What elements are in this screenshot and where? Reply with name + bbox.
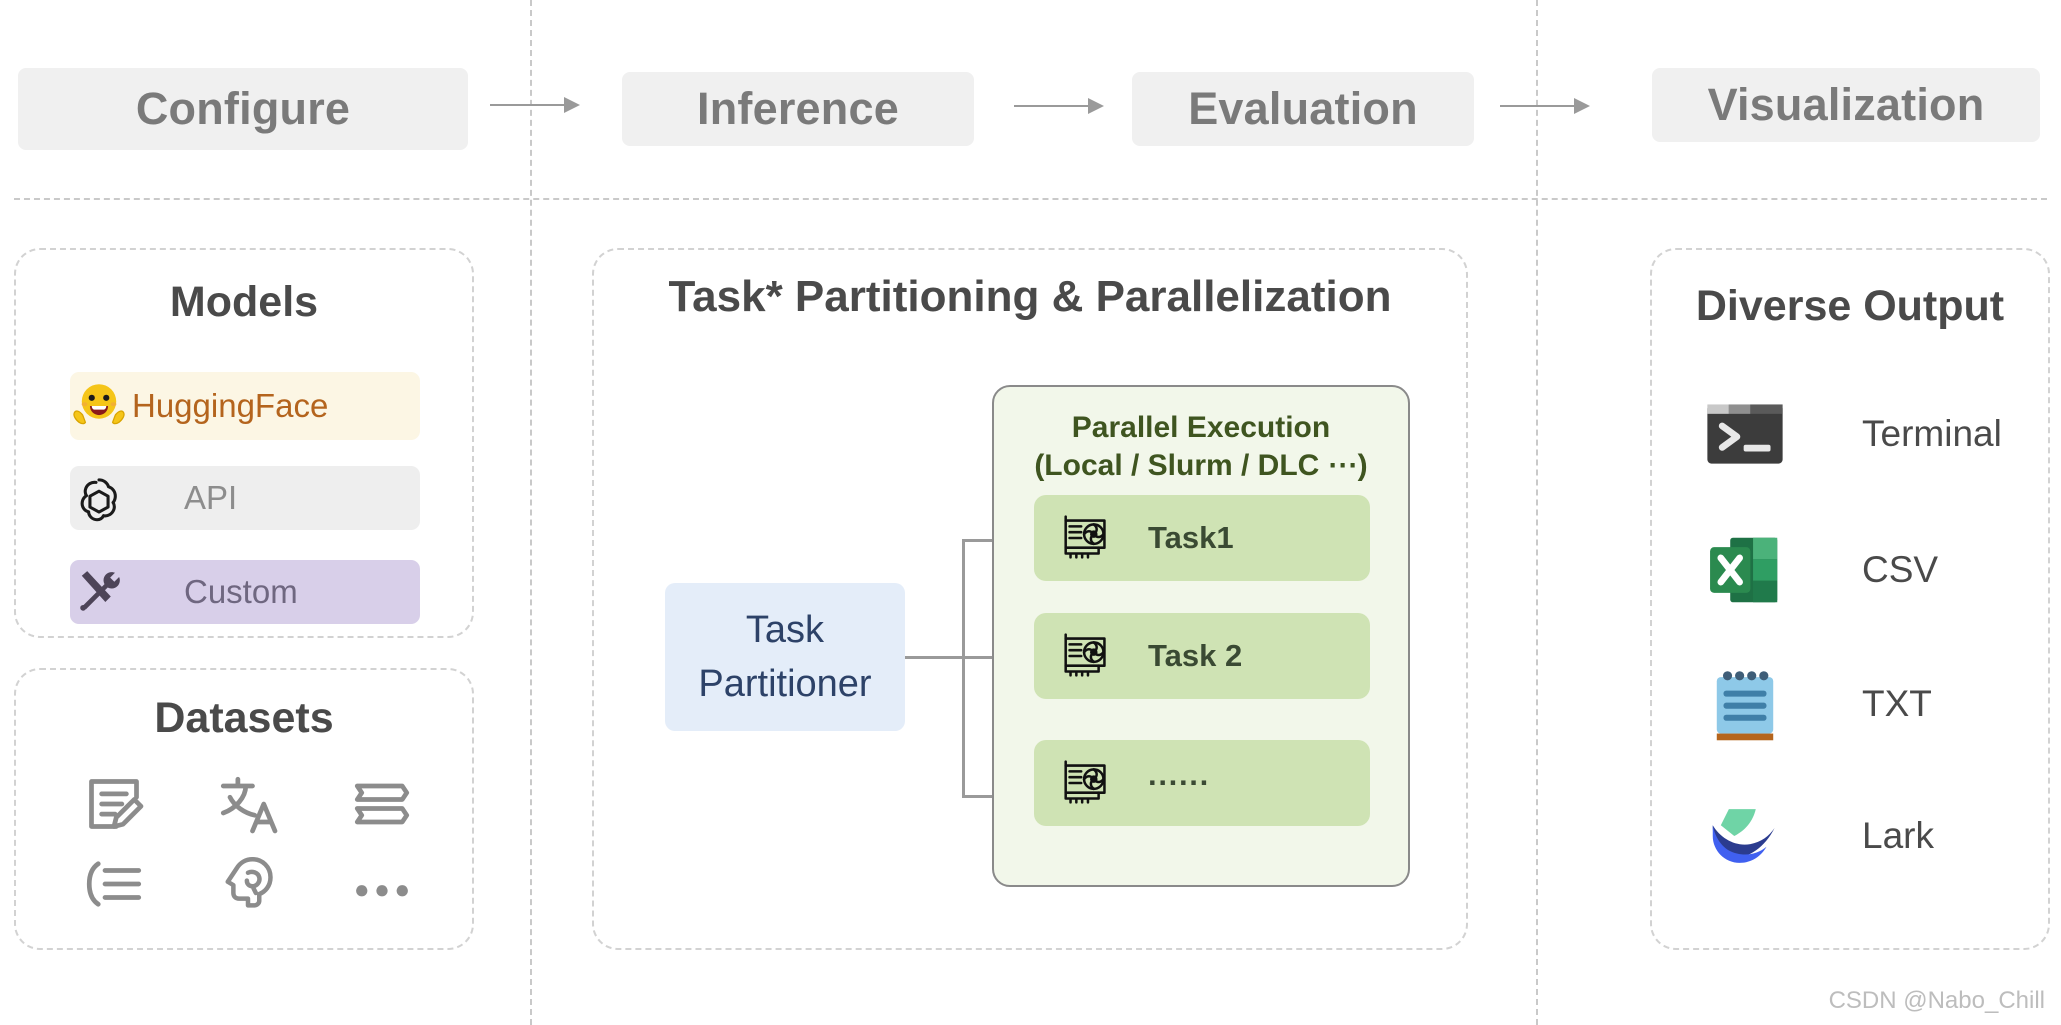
watermark: CSDN @Nabo_Chill	[1828, 987, 2045, 1014]
task-item-1-label: Task1	[1148, 520, 1234, 555]
connector-branch-task2	[962, 656, 1010, 659]
output-item-csv[interactable]: CSV	[1702, 524, 2032, 616]
stage-evaluation[interactable]: Evaluation	[1132, 72, 1474, 146]
models-panel: Models HuggingFace	[14, 248, 474, 638]
model-item-huggingface-label: HuggingFace	[132, 387, 329, 424]
task-partitioning-title: Task* Partitioning & Parallelization	[668, 272, 1392, 321]
stage-evaluation-label: Evaluation	[1188, 83, 1418, 134]
task-partitioner-box[interactable]: Task Partitioner	[665, 583, 905, 731]
connector-trunk	[905, 656, 975, 659]
datasets-panel-title: Datasets	[154, 694, 334, 742]
parallel-execution-title-line1: Parallel Execution	[1071, 411, 1331, 444]
gpu-card-icon	[1056, 507, 1118, 569]
excel-icon	[1702, 527, 1788, 613]
model-item-api[interactable]: API	[70, 466, 420, 530]
gpu-card-icon	[1056, 752, 1118, 814]
model-item-custom-label: Custom	[184, 573, 298, 610]
datasets-panel: Datasets	[14, 668, 474, 950]
model-item-api-label: API	[184, 479, 238, 516]
stage-inference-label: Inference	[697, 83, 899, 134]
bracket-list-icon[interactable]	[78, 848, 150, 920]
openai-icon	[70, 469, 128, 527]
arrow-right-icon-1	[490, 97, 580, 113]
output-item-csv-label: CSV	[1862, 549, 1939, 590]
task-partitioner-line1: Task	[745, 609, 825, 651]
output-item-txt[interactable]: TXT	[1702, 658, 2032, 750]
connector-branch-task1	[962, 539, 1010, 542]
hugging-face-icon	[70, 377, 128, 435]
output-item-terminal-label: Terminal	[1862, 413, 2002, 454]
brain-head-icon[interactable]	[212, 848, 284, 920]
terminal-icon	[1702, 391, 1788, 477]
task-item-2[interactable]: Task 2	[1034, 613, 1370, 699]
stage-configure[interactable]: Configure	[18, 68, 468, 150]
output-item-terminal[interactable]: Terminal	[1702, 388, 2032, 480]
stage-visualization-label: Visualization	[1707, 79, 1985, 130]
task-partitioner-line2: Partitioner	[698, 663, 872, 705]
lark-icon	[1702, 793, 1788, 879]
ellipsis-icon[interactable]	[346, 848, 418, 920]
vertical-divider-left	[530, 0, 532, 1025]
diverse-output-title: Diverse Output	[1695, 282, 2005, 330]
document-edit-icon[interactable]	[78, 768, 150, 840]
task-item-1[interactable]: Task1	[1034, 495, 1370, 581]
arrow-right-icon-3	[1500, 98, 1590, 114]
output-item-lark[interactable]: Lark	[1702, 790, 2032, 882]
output-item-lark-label: Lark	[1862, 815, 1934, 856]
notepad-icon	[1702, 661, 1788, 747]
translate-icon[interactable]	[212, 768, 284, 840]
output-item-txt-label: TXT	[1862, 683, 1932, 724]
model-item-custom[interactable]: Custom	[70, 560, 420, 624]
task-item-3-label: ······	[1148, 765, 1210, 800]
model-item-huggingface[interactable]: HuggingFace	[70, 372, 420, 440]
books-icon[interactable]	[346, 768, 418, 840]
stage-inference[interactable]: Inference	[622, 72, 974, 146]
stage-visualization[interactable]: Visualization	[1652, 68, 2040, 142]
vertical-divider-right	[1536, 0, 1538, 1025]
models-panel-title: Models	[169, 278, 319, 326]
stage-configure-label: Configure	[135, 83, 351, 134]
arrow-right-icon-2	[1014, 98, 1104, 114]
task-item-2-label: Task 2	[1148, 638, 1243, 673]
horizontal-divider	[14, 198, 2047, 200]
parallel-execution-title-line2: (Local / Slurm / DLC ⋯)	[1034, 449, 1368, 482]
connector-vertical	[962, 539, 965, 798]
connector-branch-task3	[962, 795, 1010, 798]
task-item-3[interactable]: ······	[1034, 740, 1370, 826]
tools-icon	[70, 563, 128, 621]
gpu-card-icon	[1056, 625, 1118, 687]
